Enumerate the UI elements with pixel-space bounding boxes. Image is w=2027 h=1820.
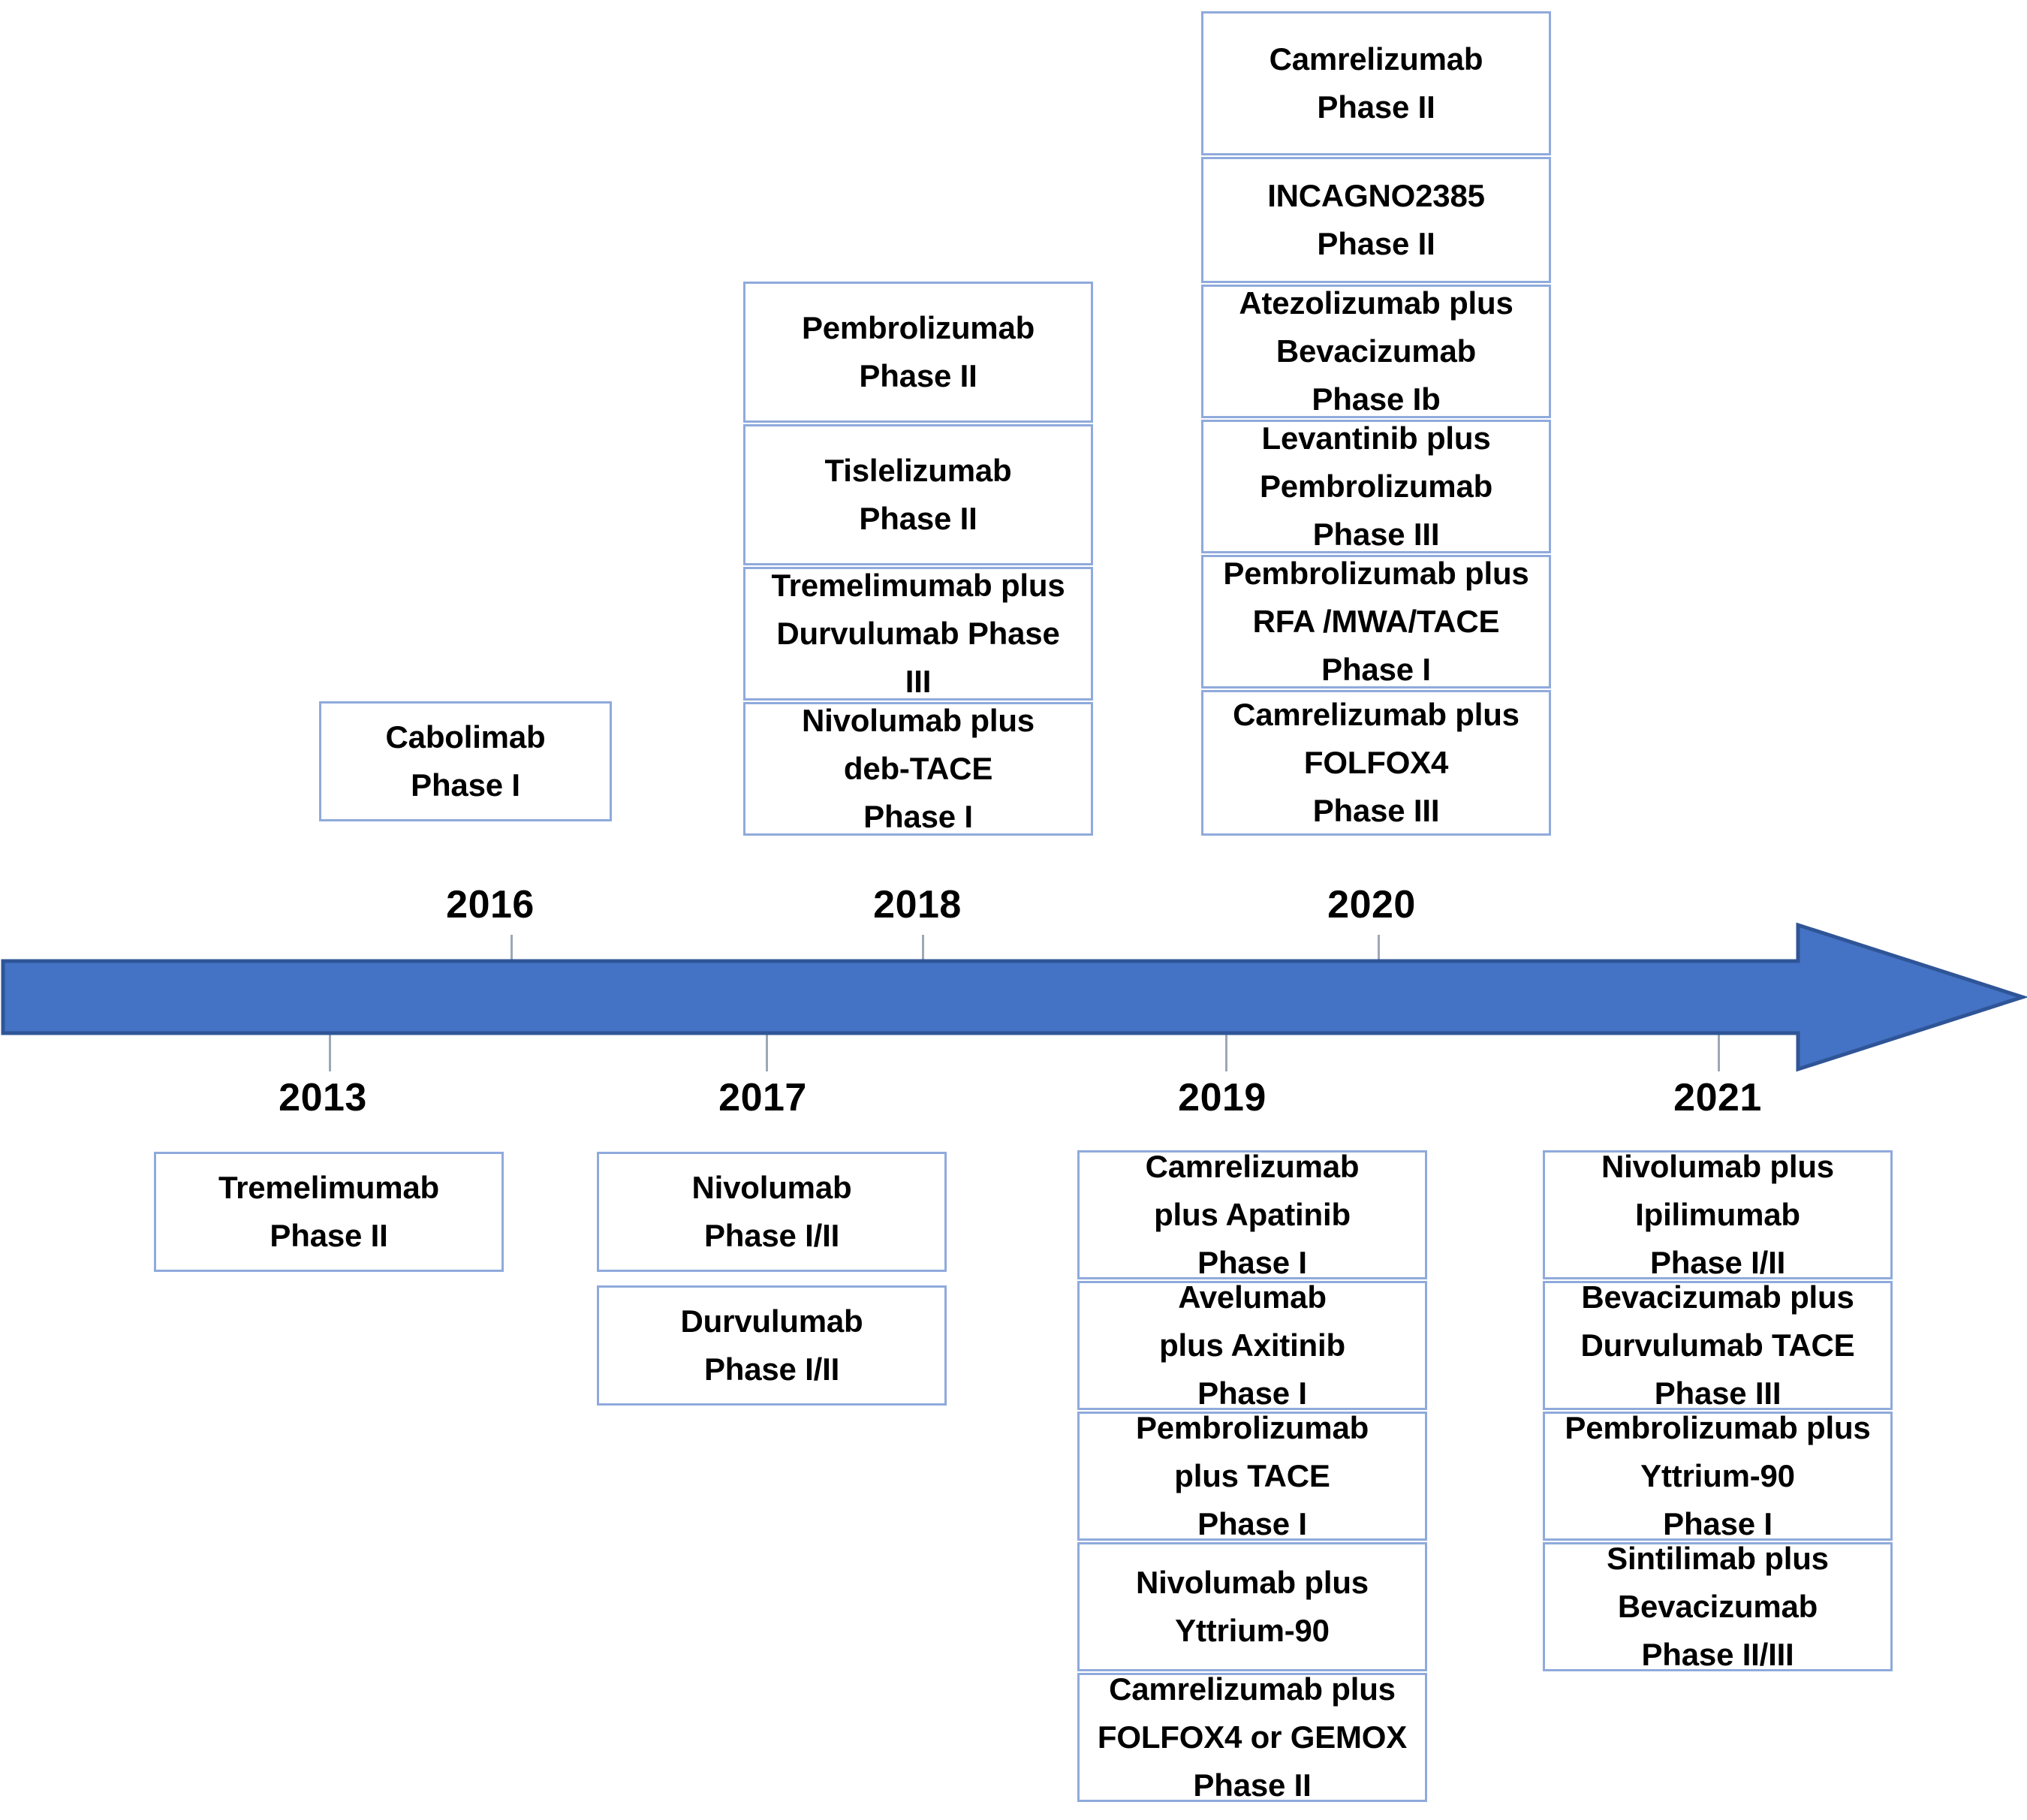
trial-box-line: Avelumab [1178,1279,1327,1315]
trial-box-line: deb-TACE [843,751,993,787]
timeline-tick [1718,1030,1720,1071]
trial-box-line: Nivolumab [691,1170,852,1206]
trial-box-line: Phase I/II [703,1218,840,1253]
trial-box-line: Phase II [270,1218,388,1253]
trial-box-line: Camrelizumab plus [1233,697,1519,733]
trial-box-line: Phase II [1317,89,1435,125]
trial-box-line: Phase III [1312,516,1440,552]
trial-box-line: Camrelizumab [1269,41,1483,77]
trial-box-line: Nivolumab plus [802,703,1035,739]
trial-box-line: Phase III [1312,792,1440,828]
trial-box-line: Atezolizumab plus [1239,285,1513,321]
trial-box-line: Phase III [1654,1375,1782,1411]
year-label-2018: 2018 [873,883,962,927]
trial-box-line: Phase II [1317,226,1435,261]
trial-box-line: Phase I [863,798,973,834]
trial-box-line: Pembrolizumab [1135,1410,1369,1446]
trial-box-line: Nivolumab plus [1601,1149,1834,1185]
year-label-2013: 2013 [279,1076,367,1119]
trial-box-line: Phase I [1197,1375,1307,1411]
trial-box-line: Pembrolizumab [1259,469,1493,505]
trial-box-line: Phase II [859,501,977,536]
trial-box-line: plus TACE [1174,1458,1330,1494]
year-label-2016: 2016 [446,883,535,927]
year-label-2019: 2019 [1178,1076,1266,1119]
trial-box-line: plus Apatinib [1154,1197,1351,1233]
trial-box-line: Phase I [411,767,520,803]
trial-box-line: Phase I [1197,1244,1307,1280]
trial-box-line: Tislelizumab [824,453,1012,489]
year-label-2020: 2020 [1327,883,1416,927]
trial-box-line: Bevacizumab [1617,1589,1818,1625]
trial-box-line: FOLFOX4 or GEMOX [1097,1719,1408,1755]
trial-box-line: Durvulumab TACE [1580,1327,1855,1363]
timeline-tick [511,935,513,969]
trial-box-line: Ipilimumab [1635,1197,1800,1233]
trial-box-line: Yttrium-90 [1175,1613,1330,1648]
trial-box-line: Tremelimumab [218,1170,440,1206]
timeline-tick [1378,935,1380,969]
trial-box-line: FOLFOX4 [1303,745,1449,781]
trial-box-line: Phase I [1321,651,1431,687]
trial-box-line: Pembrolizumab [801,310,1035,346]
trial-box-line: Camrelizumab [1145,1149,1360,1185]
trial-box[interactable]: Nivolumab plus deb-TACE Phase I [743,702,1093,836]
trial-box-line: INCAGNO2385 [1267,178,1485,214]
trial-box-line: Nivolumab plus [1136,1565,1369,1601]
timeline-tick [766,1030,768,1071]
trial-box-line: Phase II [1193,1767,1312,1803]
trial-box-line: RFA /MWA/TACE [1252,604,1500,640]
trial-box-line: Levantinib plus [1261,420,1491,457]
trial-box-line: Phase I/II [1649,1244,1786,1280]
trial-box-line: Phase II [859,358,977,393]
trial-box-line: Bevacizumab [1276,333,1477,369]
trial-box-line: Phase II/III [1641,1636,1794,1672]
trial-box-line: Cabolimab [385,719,546,755]
trial-box-line: Bevacizumab plus [1581,1279,1854,1315]
trial-box-line: plus Axitinib [1159,1327,1345,1363]
trial-box-line: Phase I [1663,1505,1772,1541]
trial-box-line: Sintilimab plus [1607,1541,1829,1577]
trial-box-line: Phase Ib [1312,381,1441,417]
year-label-2017: 2017 [718,1076,807,1119]
trial-box-line: III [905,663,932,699]
trial-box-line: Pembrolizumab plus [1565,1410,1871,1446]
trial-box-line: Phase I/II [703,1351,840,1387]
trial-box-line: Durvulumab [680,1303,863,1339]
trial-box[interactable]: Pembrolizumab plus TACE Phase I [1077,1410,1427,1541]
trial-box-line: Durvulumab Phase [776,616,1060,652]
timeline-arrow-icon [1,922,2027,1072]
trial-box-line: Camrelizumab plus [1109,1671,1396,1707]
trial-box-line: Pembrolizumab plus [1223,556,1529,592]
year-label-2021: 2021 [1673,1076,1762,1119]
timeline-tick [329,1030,331,1071]
trial-box-line: Yttrium-90 [1640,1458,1795,1494]
trial-box-line: Tremelimumab plus [771,568,1065,604]
timeline-tick [1225,1030,1227,1071]
trial-box-line: Phase I [1197,1505,1307,1541]
timeline-tick [922,935,924,969]
